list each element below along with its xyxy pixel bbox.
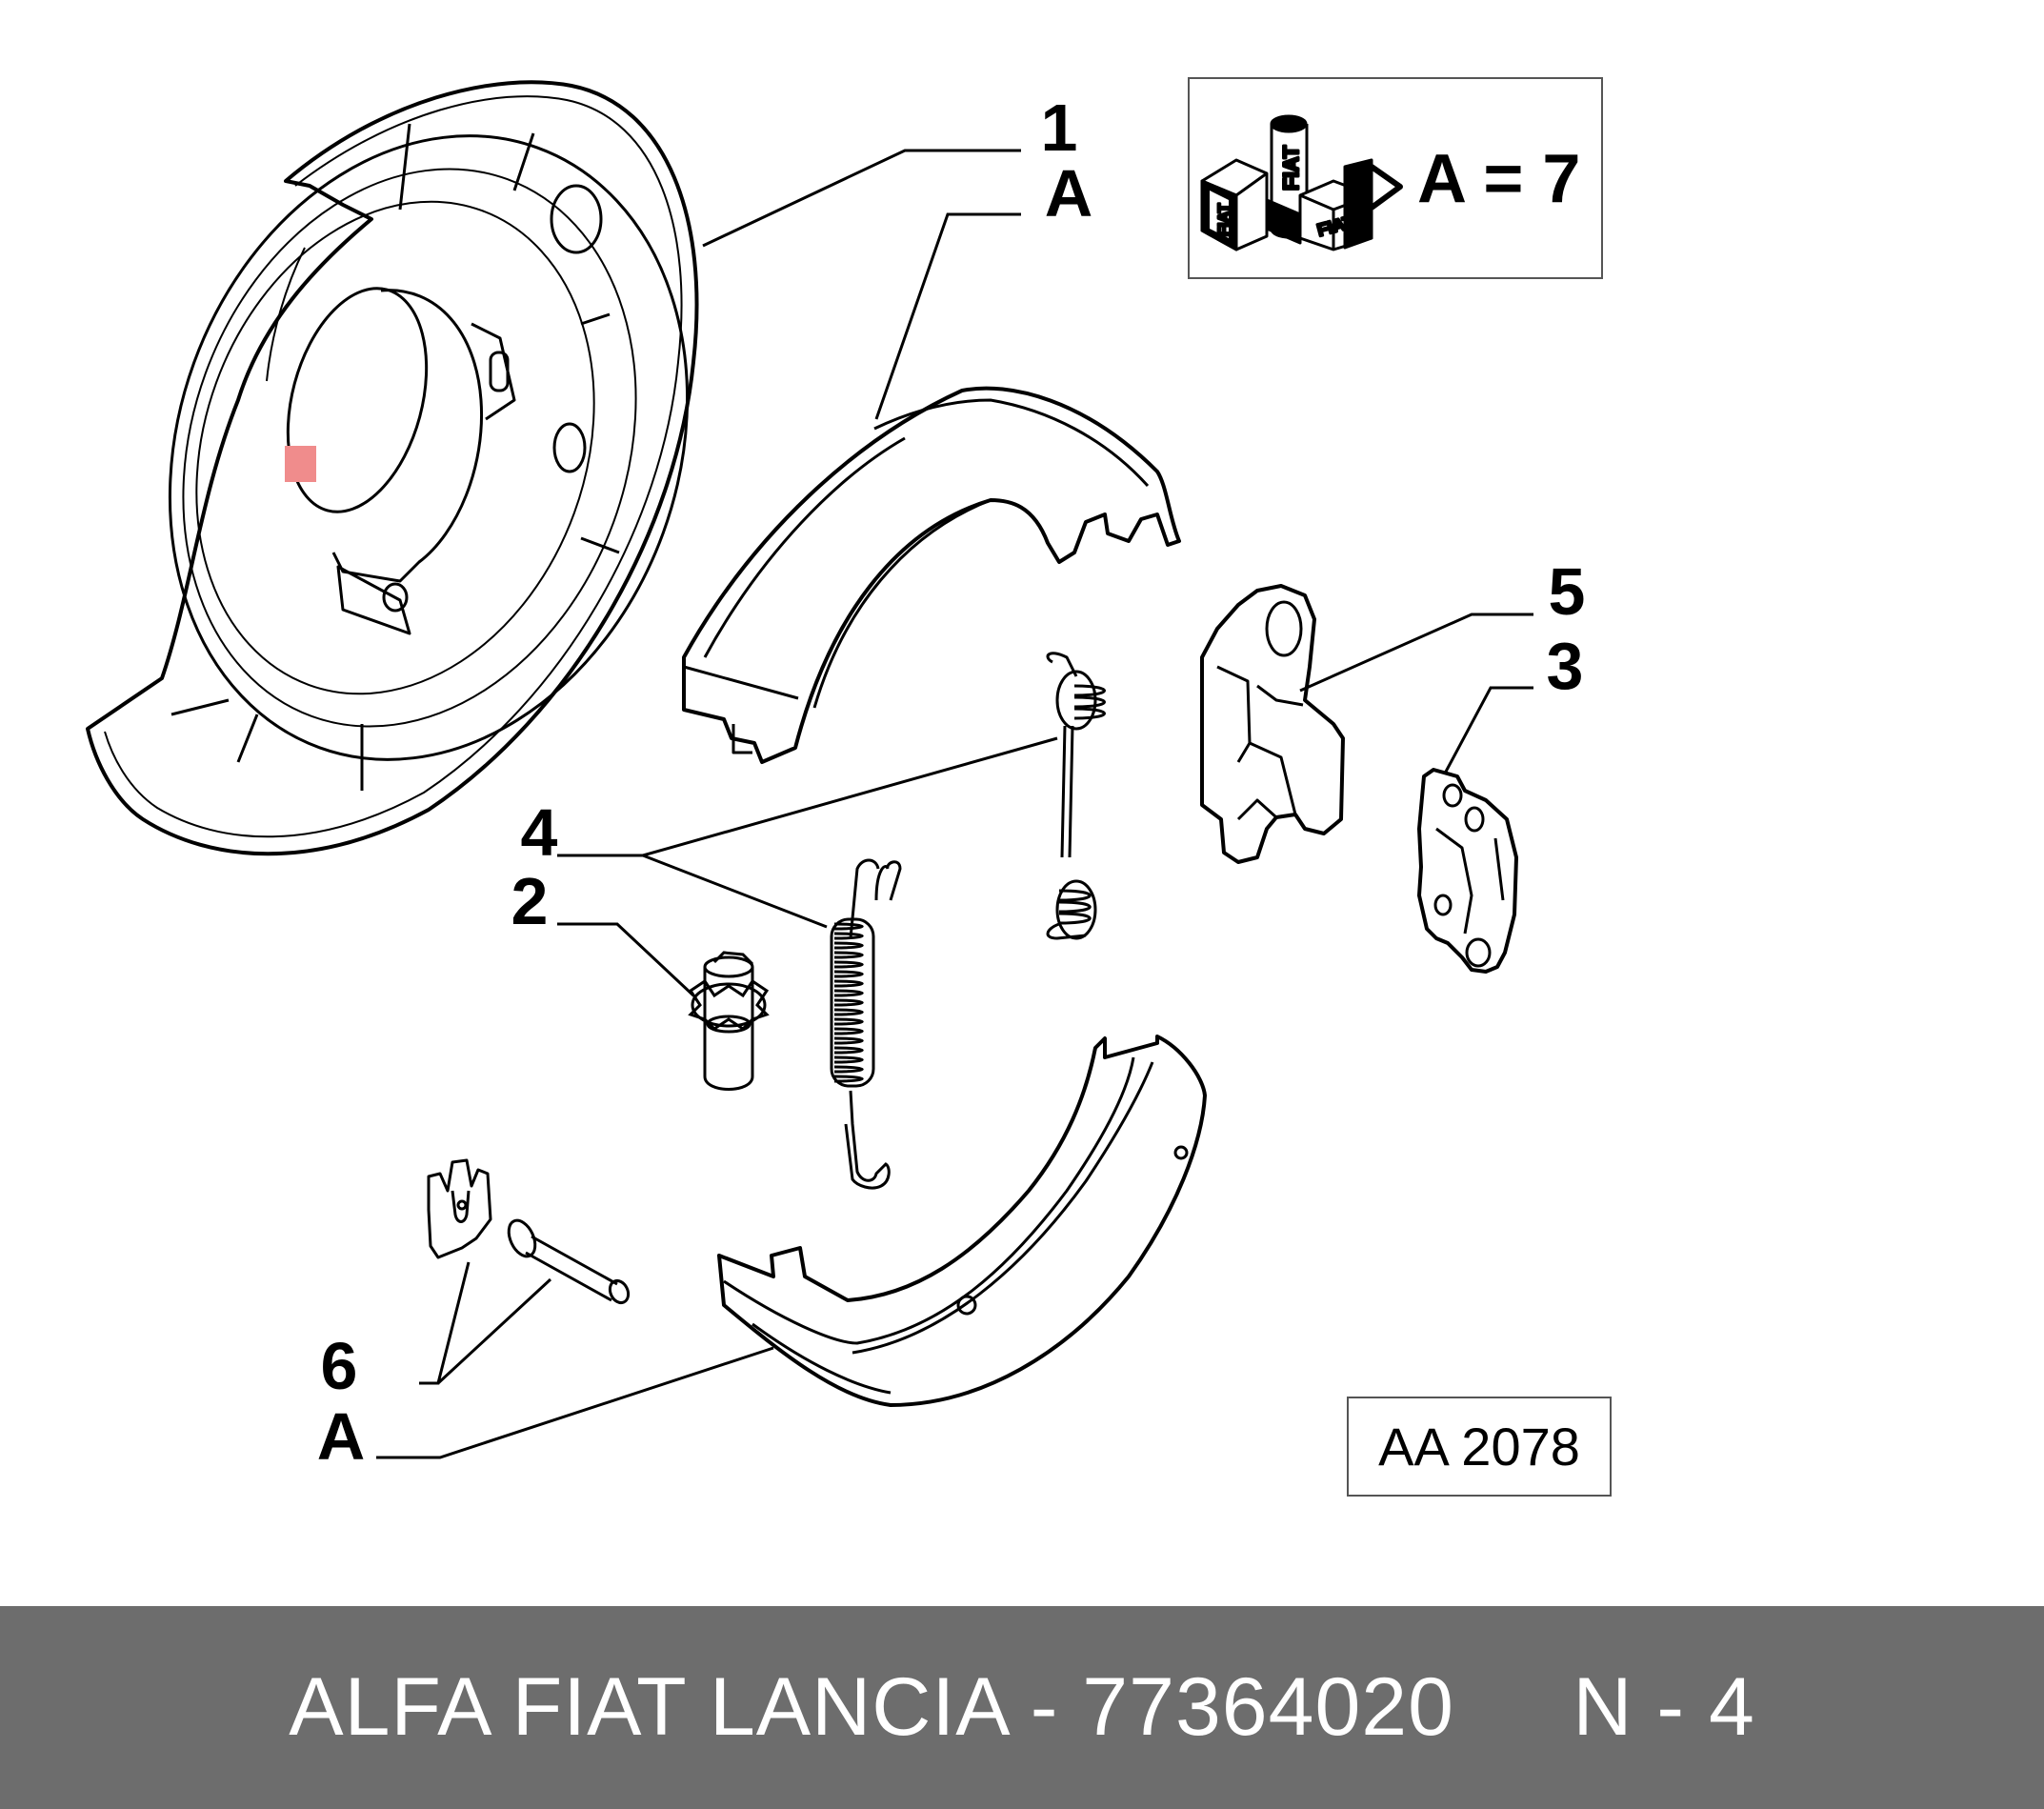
callout-4: 4 <box>521 795 558 870</box>
kit-formula: A = 7 <box>1417 141 1580 217</box>
callout-3: 3 <box>1547 629 1584 703</box>
parking-brake-shoe-upper-icon <box>682 386 1181 764</box>
reference-box: AA 2078 <box>1347 1397 1612 1497</box>
brake-backing-plate-icon <box>86 80 699 856</box>
footer-bar: ALFA FIAT LANCIA - 77364020 N - 4 <box>0 1606 2044 1809</box>
callout-6: 6 <box>321 1329 358 1403</box>
callout-2: 2 <box>511 864 549 938</box>
lever-bracket-icon <box>1200 584 1345 864</box>
footer-part-number: ALFA FIAT LANCIA - 77364020 N - 4 <box>289 1661 1755 1753</box>
reference-code: AA 2078 <box>1378 1417 1580 1477</box>
leader-lines <box>376 149 1533 1459</box>
spring-upper-icon <box>1046 652 1106 940</box>
kit-box: FIAT FIAT FIAT A = 7 <box>1188 77 1603 279</box>
exploded-parts-diagram: 1 A 5 3 4 2 6 A FIAT FIAT FIAT <box>86 77 1612 1497</box>
kit-brand-mark-3: FIAT <box>1216 203 1232 236</box>
repair-kit-icon: FIAT FIAT FIAT <box>1200 114 1403 251</box>
adjuster-pinion-icon <box>688 951 770 1091</box>
parking-brake-shoe-lower-icon <box>717 1035 1207 1407</box>
hold-down-pin-icon <box>507 1218 631 1305</box>
hold-down-clip-icon <box>427 1158 492 1259</box>
lever-bracket-small-icon <box>1417 768 1518 974</box>
callout-5: 5 <box>1549 554 1586 629</box>
kit-brand-mark-1: FIAT <box>1279 145 1303 191</box>
highlight-marker <box>285 446 316 482</box>
callout-a-top: A <box>1045 156 1093 231</box>
callout-1: 1 <box>1041 90 1078 165</box>
spring-lower-icon <box>830 858 902 1190</box>
callout-a-bottom: A <box>317 1399 366 1474</box>
